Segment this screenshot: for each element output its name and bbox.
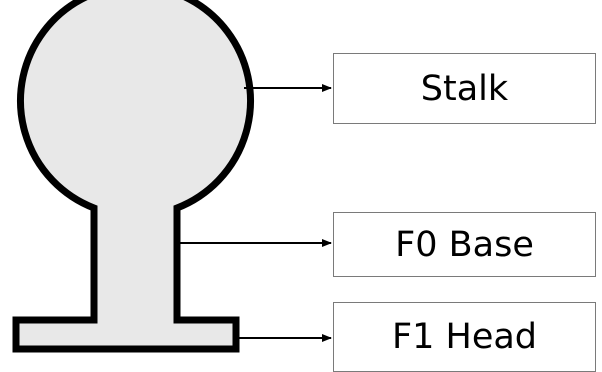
pin-shape [12, 0, 254, 353]
label-f0-base: F0 Base [333, 212, 596, 277]
label-f0-base-text: F0 Base [395, 224, 534, 265]
label-f1-head: F1 Head [333, 302, 596, 372]
label-stalk: Stalk [333, 53, 596, 124]
diagram-canvas [12, 0, 332, 353]
label-f1-head-text: F1 Head [391, 317, 538, 357]
label-stalk-text: Stalk [420, 68, 509, 109]
